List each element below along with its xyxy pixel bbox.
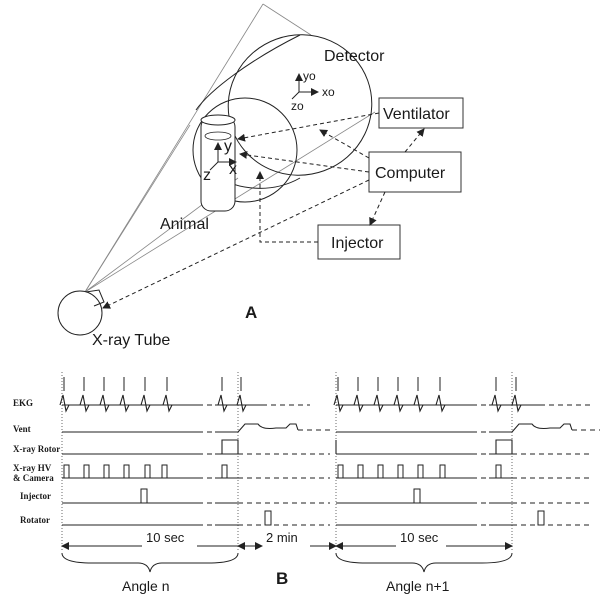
animal-axis-x: x <box>229 161 237 178</box>
timing-traces <box>59 372 600 550</box>
brace-angle-n <box>61 552 239 573</box>
detector-axis-z: zo <box>291 99 304 113</box>
control-arrows <box>102 112 425 309</box>
animal-holder <box>200 114 236 212</box>
ekg-beat <box>236 394 247 413</box>
signal-label-rotator: Rotator <box>20 515 50 525</box>
hv-pulse <box>357 464 364 479</box>
detector-axes: yo xo zo <box>291 69 335 113</box>
xray-tube-label: X-ray Tube <box>92 332 170 349</box>
ekg-beat <box>413 394 424 413</box>
signal-label-xray-hv: X-ray HV <box>13 463 52 473</box>
rotator-pulse <box>264 510 272 526</box>
hv-pulse <box>337 464 344 479</box>
panel-b-label: B <box>276 569 288 588</box>
ekg-beat <box>59 394 70 413</box>
ekg-beat <box>491 394 502 413</box>
xray-tube <box>57 289 105 336</box>
ekg-beat <box>353 394 364 413</box>
signal-label-camera: & Camera <box>13 473 54 483</box>
signal-label-ekg: EKG <box>13 398 33 408</box>
hv-pulse <box>417 464 424 479</box>
hv-pulse <box>397 464 404 479</box>
rotator-pulse <box>537 510 545 526</box>
animal-axis-y: y <box>224 138 232 155</box>
signal-label-injector: Injector <box>20 491 51 501</box>
ekg-beat <box>393 394 404 413</box>
hv-pulse <box>144 464 151 479</box>
rotor-pulse <box>335 439 513 454</box>
signal-label-xray-rotor: X-ray Rotor <box>13 444 60 454</box>
computer-box: Computer <box>368 151 462 193</box>
hv-pulse <box>83 464 90 479</box>
injector-pulse <box>140 488 148 504</box>
hv-pulse <box>377 464 384 479</box>
ekg-beat <box>162 394 173 413</box>
ekg-beat <box>140 394 151 413</box>
panel-b: EKG Vent X-ray Rotor X-ray HV & Camera I… <box>13 372 600 594</box>
signal-label-vent: Vent <box>13 424 31 434</box>
rotor-pulse <box>221 439 239 454</box>
ekg-beat <box>79 394 90 413</box>
panel-a-label: A <box>245 303 257 322</box>
vent-breath <box>237 423 299 433</box>
computer-label: Computer <box>375 165 446 182</box>
ekg-beat <box>373 394 384 413</box>
ekg-beat <box>333 394 344 413</box>
hv-pulse <box>123 464 130 479</box>
panel-a: y x z yo xo zo Detector Ventilator Compu… <box>57 3 464 349</box>
hv-pulse <box>495 464 502 479</box>
injector-box: Injector <box>317 224 401 260</box>
field-of-view <box>192 97 298 203</box>
hv-pulse <box>221 464 228 479</box>
hv-pulse <box>63 464 70 479</box>
vent-breath <box>511 423 573 433</box>
ekg-beat <box>99 394 110 413</box>
detector-axis-x: xo <box>322 85 335 99</box>
animal-axes: y x z <box>203 138 237 184</box>
animal-axis-z: z <box>203 167 211 184</box>
duration-second: 10 sec <box>400 530 439 545</box>
angle-n-label: Angle n <box>122 578 169 594</box>
ekg-beat <box>435 394 446 413</box>
ventilator-label: Ventilator <box>383 106 450 123</box>
hv-pulse <box>103 464 110 479</box>
angle-n1-label: Angle n+1 <box>386 578 450 594</box>
ekg-beat <box>217 394 228 413</box>
detector-axis-y: yo <box>303 69 316 83</box>
hv-pulse <box>439 464 446 479</box>
animal-label: Animal <box>160 216 209 233</box>
duration-first: 10 sec <box>146 530 185 545</box>
ekg-beat <box>119 394 130 413</box>
detector-label: Detector <box>324 48 385 65</box>
injector-label: Injector <box>331 235 384 252</box>
ekg-beat <box>511 394 522 413</box>
brace-angle-n1 <box>335 552 513 573</box>
injector-pulse <box>413 488 421 504</box>
duration-gap: 2 min <box>266 530 298 545</box>
hv-pulse <box>161 464 168 479</box>
ventilator-box: Ventilator <box>378 97 464 129</box>
